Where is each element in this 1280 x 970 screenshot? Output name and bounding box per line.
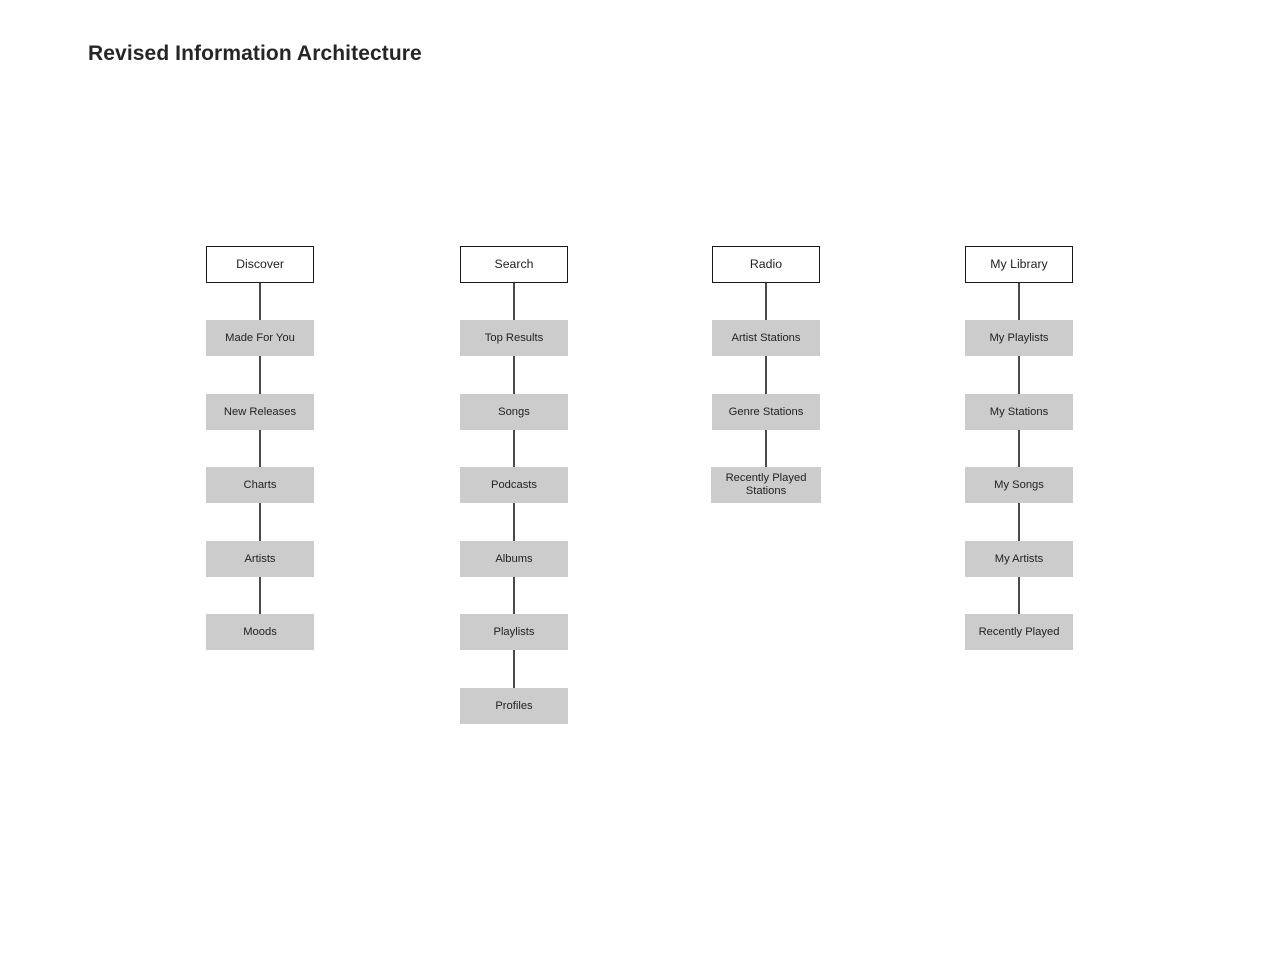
node-search[interactable]: Search	[460, 246, 568, 283]
connector-line	[1018, 283, 1020, 320]
node-playlists[interactable]: Playlists	[460, 614, 568, 650]
connector-line	[1018, 577, 1020, 614]
connector-line	[259, 577, 261, 614]
node-top-results[interactable]: Top Results	[460, 320, 568, 356]
connector-line	[259, 503, 261, 541]
node-moods[interactable]: Moods	[206, 614, 314, 650]
connector-line	[1018, 430, 1020, 467]
connector-line	[259, 356, 261, 394]
node-my-library[interactable]: My Library	[965, 246, 1073, 283]
node-songs[interactable]: Songs	[460, 394, 568, 430]
node-artists[interactable]: Artists	[206, 541, 314, 577]
node-new-releases[interactable]: New Releases	[206, 394, 314, 430]
node-made-for-you[interactable]: Made For You	[206, 320, 314, 356]
node-radio[interactable]: Radio	[712, 246, 820, 283]
connector-line	[513, 650, 515, 688]
node-genre-stations[interactable]: Genre Stations	[712, 394, 820, 430]
connector-line	[765, 283, 767, 320]
connector-line	[1018, 503, 1020, 541]
node-my-artists[interactable]: My Artists	[965, 541, 1073, 577]
node-albums[interactable]: Albums	[460, 541, 568, 577]
node-profiles[interactable]: Profiles	[460, 688, 568, 724]
node-charts[interactable]: Charts	[206, 467, 314, 503]
connector-line	[513, 503, 515, 541]
connector-line	[513, 356, 515, 394]
node-my-stations[interactable]: My Stations	[965, 394, 1073, 430]
page-title: Revised Information Architecture	[88, 42, 422, 65]
node-recently-played[interactable]: Recently Played	[965, 614, 1073, 650]
connector-line	[765, 356, 767, 394]
connector-line	[1018, 356, 1020, 394]
connector-line	[513, 283, 515, 320]
node-my-playlists[interactable]: My Playlists	[965, 320, 1073, 356]
node-podcasts[interactable]: Podcasts	[460, 467, 568, 503]
connector-line	[513, 430, 515, 467]
node-recently-played-stations[interactable]: Recently Played Stations	[711, 467, 821, 503]
connector-line	[513, 577, 515, 614]
connector-line	[259, 430, 261, 467]
node-my-songs[interactable]: My Songs	[965, 467, 1073, 503]
node-discover[interactable]: Discover	[206, 246, 314, 283]
connector-line	[765, 430, 767, 467]
connector-line	[259, 283, 261, 320]
node-artist-stations[interactable]: Artist Stations	[712, 320, 820, 356]
